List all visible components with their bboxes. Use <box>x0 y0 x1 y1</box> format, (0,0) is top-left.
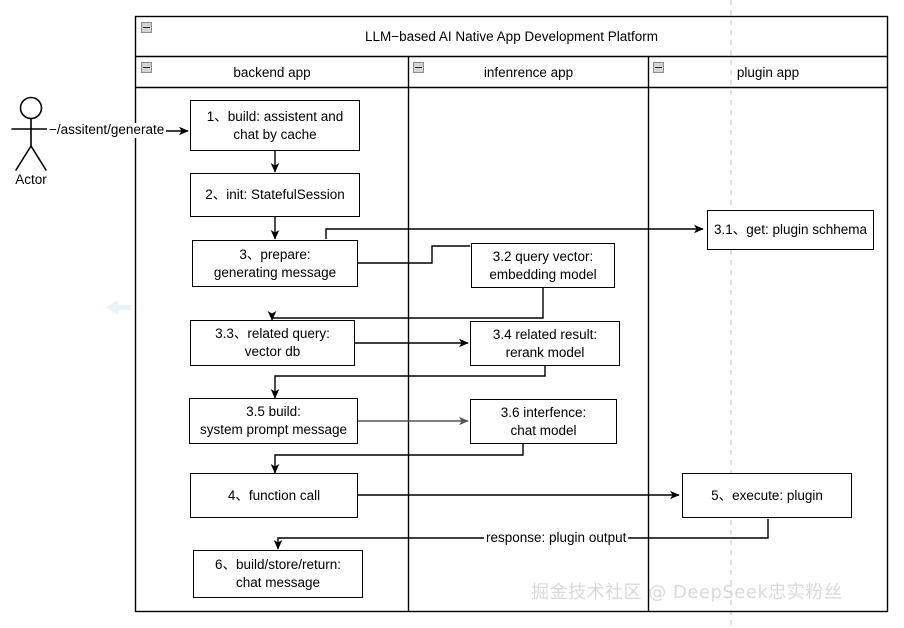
node-line1: 2、init: StatefulSession <box>205 187 345 203</box>
node-line2: embedding model <box>489 266 597 282</box>
node-build-store-return[interactable]: 6、build/store/return: chat message <box>193 550 363 598</box>
actor-figure <box>11 96 51 171</box>
node-build-assistant[interactable]: 1、build: assistent and chat by cache <box>190 100 360 151</box>
node-line1: 3.1、get: plugin schhema <box>713 222 868 238</box>
node-query-vector-embedding[interactable]: 3.2 query vector: embedding model <box>471 243 615 288</box>
node-line2: vector db <box>244 344 301 359</box>
node-line1: 3.3、related query: <box>215 326 330 342</box>
node-build-system-prompt[interactable]: 3.5 build: system prompt message <box>189 398 358 444</box>
node-inference-chat-model[interactable]: 3.6 interfence: chat model <box>470 399 617 444</box>
node-prepare-message[interactable]: 3、prepare: generating message <box>192 240 358 287</box>
node-function-call[interactable]: 4、function call <box>190 473 358 518</box>
node-line1: 3.6 interfence: <box>500 404 587 420</box>
node-line1: 5、execute: plugin <box>711 487 823 503</box>
node-line2: generating message <box>213 264 337 280</box>
edge-n3-to-n32 <box>357 245 470 264</box>
edge-n32-to-n33 <box>267 287 544 321</box>
node-line1: 3.2 query vector: <box>492 248 594 264</box>
lane-header-backend: backend app <box>233 64 311 80</box>
lane-collapse-icon-backend[interactable] <box>141 62 152 73</box>
ghost-arrow-artifact <box>106 300 131 315</box>
node-line2: chat model <box>510 422 577 438</box>
frame-collapse-icon[interactable] <box>141 22 152 33</box>
node-related-query-vectordb[interactable]: 3.3、related query: vector db <box>190 320 355 366</box>
node-line2: chat message <box>235 575 321 590</box>
lane-header-inference: infenrence app <box>483 64 574 80</box>
actor-request-label: −/assitent/generate <box>47 122 167 138</box>
node-execute-plugin[interactable]: 5、execute: plugin <box>682 473 852 518</box>
node-line1: 1、build: assistent and <box>206 108 344 124</box>
edge-n34-to-n35 <box>270 366 546 399</box>
actor-label: Actor <box>15 172 47 187</box>
lane-header-plugin: plugin app <box>736 64 800 80</box>
node-line2: system prompt message <box>199 422 348 437</box>
edge-label-response-plugin-output: response: plugin output <box>484 530 629 546</box>
frame-title: LLM−based AI Native App Development Plat… <box>364 29 659 44</box>
frame-outline <box>134 15 889 613</box>
lane-collapse-icon-inference[interactable] <box>413 62 424 73</box>
node-line1: 3.4 related result: <box>492 326 598 342</box>
lane-collapse-icon-plugin[interactable] <box>653 62 664 73</box>
node-related-result-rerank[interactable]: 3.4 related result: rerank model <box>470 321 620 366</box>
edge-n3-to-n31 <box>325 224 704 239</box>
node-init-statefulsession[interactable]: 2、init: StatefulSession <box>190 173 360 217</box>
node-line1: 6、build/store/return: <box>214 557 342 573</box>
node-line1: 3.5 build: <box>246 404 301 420</box>
node-line1: 4、function call <box>227 487 321 503</box>
node-get-plugin-schema[interactable]: 3.1、get: plugin schhema <box>707 210 874 250</box>
node-line2: chat by cache <box>233 126 317 142</box>
watermark: 掘金技术社区 @ DeepSeek忠实粉丝 <box>531 582 843 603</box>
node-line1: 3、prepare: <box>239 246 311 262</box>
node-line2: rerank model <box>505 344 585 360</box>
edge-n36-to-n4 <box>270 444 524 474</box>
